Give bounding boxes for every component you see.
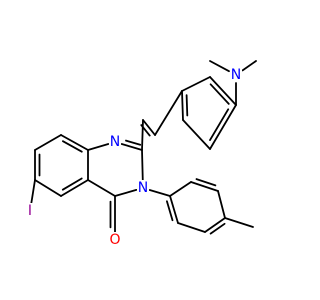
- atom-label-oxygen: O: [109, 232, 120, 248]
- dimethylamino-nitrogen: N: [230, 66, 242, 83]
- bond-t2-t3: [177, 222, 206, 233]
- bond-t4-t5: [217, 190, 226, 219]
- atom-label-layer: N N N I O: [27, 66, 242, 248]
- bond-N3-C2: [141, 149, 144, 182]
- bond-C4-N3: [114, 188, 138, 197]
- atom-label-n-ring1: N: [110, 134, 120, 150]
- bond-t1-t2-double: [165, 200, 174, 222]
- bond-b6-I: [30, 179, 36, 207]
- bond-b5-C4a: [60, 179, 89, 197]
- bond-N1r-C8a: [87, 143, 110, 151]
- bond-me1-N1: [209, 60, 230, 73]
- atom-label-n-ring3: N: [138, 180, 148, 196]
- bond-p5-p4: [181, 90, 184, 121]
- ring-nitrogen-1: N: [109, 133, 121, 150]
- bond-C2-N1r-double: [125, 139, 142, 146]
- bond-t3-t4: [204, 217, 226, 233]
- bond-p1-p3-double: [209, 108, 230, 142]
- bond-t5-t6-double: [195, 178, 217, 187]
- bond-t3-t4-double: [209, 222, 226, 235]
- bond-t5-t6: [190, 181, 219, 192]
- bond-layer: [30, 60, 257, 235]
- bond-t4-tMe: [224, 217, 254, 228]
- bond-t6-t1: [169, 181, 192, 197]
- bond-C4a-C4: [87, 179, 116, 197]
- bond-v1-v2: [142, 119, 156, 136]
- molecule-diagram: N N N I O: [27, 60, 257, 248]
- bond-b8-b7: [34, 134, 62, 151]
- bond-p5-p4-double: [185, 94, 189, 117]
- ring-nitrogen-3: N: [137, 180, 149, 196]
- bond-N3-t1: [148, 189, 171, 197]
- iodine-atom: I: [27, 203, 35, 219]
- bond-b6-b5: [34, 179, 62, 197]
- atom-label-n-dimethyl: N: [231, 67, 241, 83]
- bond-me2-N1: [241, 60, 257, 72]
- bond-p3-p5: [182, 119, 211, 150]
- bond-v2-C2: [141, 119, 144, 151]
- molecule-structure: N N N I O: [27, 60, 257, 248]
- bond-p1-p3: [209, 104, 237, 150]
- bond-p6-p1-double: [209, 83, 230, 105]
- bond-C2-N1r: [120, 143, 143, 151]
- carbonyl-oxygen: O: [108, 232, 122, 248]
- bond-C8a-b8: [60, 134, 89, 151]
- bond-p6-p1: [209, 76, 237, 106]
- atom-label-iodine: I: [28, 203, 32, 219]
- bond-C8a-b8-double: [62, 140, 83, 153]
- bond-p4-v1: [154, 90, 183, 136]
- bond-t1-t2: [169, 195, 179, 224]
- bond-p4-p6: [181, 76, 211, 92]
- bond-b5-C4a-double: [61, 177, 83, 191]
